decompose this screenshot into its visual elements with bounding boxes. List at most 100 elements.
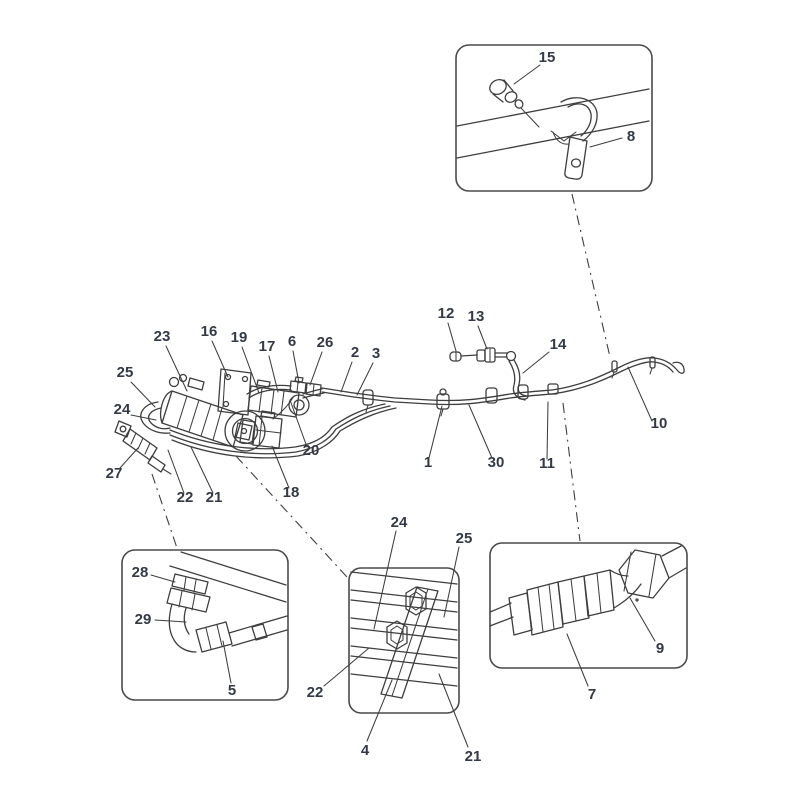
hose-line [321,391,553,406]
inset-top-border [455,44,653,192]
elbow-inner [183,607,190,635]
callout-20: 20 [303,442,320,459]
facet-line [623,551,632,592]
callout-4: 4 [361,742,370,759]
stub-line [162,468,172,475]
section-links [151,193,611,578]
callout-13: 13 [468,308,485,325]
leader-line [589,137,623,148]
leader-line [366,679,393,742]
elbow-9 [609,545,687,609]
clamp-strap-outer [560,97,598,142]
hex-nut [557,575,590,625]
leader-line [241,346,260,394]
hose-clamp [362,389,374,406]
hose-14 [508,360,526,401]
facet-line [178,590,183,608]
inset-bottom-right-border [489,542,688,669]
hex-bolt [405,586,427,616]
hex-nut [583,569,615,617]
hose-line [350,673,458,687]
plate-bolt [241,375,249,383]
leader-line [190,446,214,494]
stub-line [668,567,687,579]
tube-hidden-edge [550,130,577,142]
hose-stack [350,571,458,687]
callout-15: 15 [539,49,556,66]
leader-line [309,351,323,386]
bracket-16 [217,368,252,416]
callout-18: 18 [283,484,300,501]
valve-27 [114,420,172,475]
fitting-cluster [246,376,325,420]
hose-line [321,387,553,402]
hex-bolt-inner [409,591,423,611]
callout-22: 22 [177,489,194,506]
leader-line [167,449,185,494]
facet-line [312,383,315,396]
pipe-line [551,357,685,391]
leader-line [154,619,187,623]
callout-21: 21 [206,489,223,506]
callout-7: 7 [588,686,596,703]
rib-line [270,389,275,415]
callout-27: 27 [106,465,123,482]
rib-line [130,432,137,445]
clamp-bar-4 [380,586,439,699]
pipe-line [551,361,674,395]
facet-line [193,579,197,593]
inset-top-labels: 15 8 [539,49,636,145]
clamp-tail [440,408,444,417]
mount-plate [217,368,252,416]
end-nut [147,455,166,473]
hose-line [350,589,458,603]
clip-tail [649,367,653,375]
inset-top-detail [455,44,653,192]
rib-line [176,395,188,429]
leader-line [222,640,232,684]
clamp-8 [552,97,598,180]
hose-line [350,599,458,613]
leader-line [292,350,300,384]
elbow-outer [613,583,642,609]
plate-bolt [224,373,232,381]
rib-line [137,437,144,450]
clip-tail [611,371,615,379]
clamp-underwrap [552,131,570,145]
bolt-side-line [492,93,504,103]
dashdot-link-top [571,193,611,358]
callout-1: 1 [424,454,432,471]
hose-bundle-lower [169,403,397,459]
callout-11: 11 [539,455,555,472]
callout-3: 3 [372,345,380,362]
facet-line [216,624,223,647]
callout-28: 28 [132,564,149,581]
hose-line [350,571,458,585]
callout-16: 16 [201,323,218,340]
pump-rear-cap [159,390,173,424]
hose-line [350,627,458,641]
facet-line [205,627,212,650]
rib-line [200,403,212,437]
stub-line [661,545,682,557]
block-edge-line [258,416,263,447]
leader-line [165,345,188,392]
pump-top-block [187,377,205,391]
tube-bottom-edge [456,120,650,159]
hose-line [228,615,288,634]
block-18 [239,410,283,449]
hose-clamp [485,387,498,404]
pump-front-cap-inner [231,417,259,445]
hex-bolt [386,620,408,650]
pump-front-cap-inner [293,399,305,411]
inset-bottom-right: 7 9 [489,542,688,703]
callout-6: 6 [288,333,296,350]
callout-14: 14 [550,336,567,353]
hose-line [350,645,458,659]
plate-bolt [222,400,230,408]
inset-bottom-middle-border [348,567,460,714]
leader-line [629,597,656,642]
leader-line [340,361,353,393]
